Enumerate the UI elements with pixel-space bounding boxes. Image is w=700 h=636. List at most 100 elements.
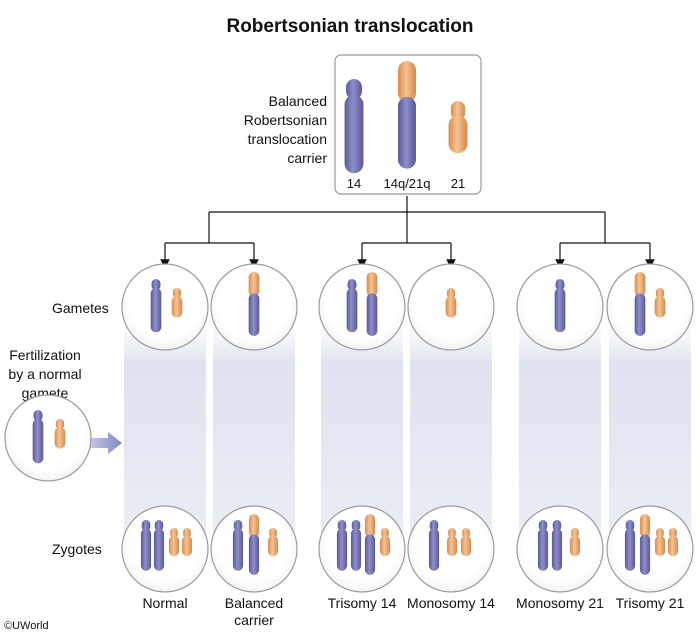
chromosome-21-arm	[654, 296, 666, 318]
chromosome-21	[269, 528, 277, 539]
cell-circle	[606, 263, 694, 351]
carrier-label: Balanced Robertsonian translocation carr…	[222, 92, 327, 168]
outcome-label: Monosomy 14	[396, 595, 506, 612]
cell-circle	[318, 263, 406, 351]
chromosome-21-arm	[446, 535, 458, 557]
carrier-chromosome-label: 21	[451, 176, 465, 191]
outcome-label-line: Normal	[142, 595, 188, 611]
outcome-label-line: Trisomy 14	[327, 595, 397, 611]
fertilization-arrow	[88, 432, 122, 454]
chromosome-21	[448, 528, 456, 539]
cell-circle	[4, 394, 92, 482]
tree-connectors	[160, 196, 655, 269]
chromosome-14-arm	[32, 419, 44, 464]
outcome-label: Normal	[110, 595, 220, 612]
carrier-label-line: translocation	[247, 131, 327, 147]
carrier-label-line: Balanced	[268, 93, 327, 109]
chromosome-14	[151, 279, 161, 291]
chromosome-21	[462, 528, 470, 539]
chromosome-14	[429, 520, 439, 531]
chromosome-21	[450, 101, 466, 120]
circles-layer	[4, 263, 694, 593]
chromosome-21-arm	[379, 535, 391, 557]
chromosome-21-arm	[181, 535, 193, 557]
chromosome-21	[172, 288, 182, 299]
outcome-label: Monosomy 21	[505, 595, 615, 612]
chromosome-fused-14q	[248, 534, 260, 575]
chromosome-21	[170, 528, 178, 539]
cell-circle	[121, 505, 209, 593]
outcome-label-line: Trisomy 21	[615, 595, 685, 611]
cell-circle	[318, 505, 406, 593]
chromosome-fused-21q	[366, 272, 378, 297]
chromosome-fused-21q	[364, 514, 376, 538]
outcome-label-line: Balanced	[224, 595, 284, 611]
chromosome-14	[33, 410, 43, 422]
fertilization-label-line: Fertilization	[9, 347, 81, 363]
chromosome-fused-14q	[364, 534, 376, 575]
chromosome-14-arm	[554, 288, 566, 333]
outcome-label-line: carrier	[234, 612, 274, 628]
chromosome-fused-14q	[639, 534, 651, 575]
chromosome-21-arm	[448, 115, 468, 154]
fertilization-label-line: by a normal	[8, 366, 82, 382]
chromosome-14-arm	[346, 288, 358, 333]
chromosome-14	[538, 520, 548, 531]
outcome-label: Trisomy 14	[307, 595, 417, 612]
chromosome-21-arm	[667, 535, 679, 557]
chromosome-21	[55, 419, 65, 430]
chromosome-14	[555, 279, 565, 291]
chromosome-21-arm	[460, 535, 472, 557]
chromosome-14	[552, 520, 562, 531]
chromosome-14	[154, 520, 164, 531]
chromosome-21-arm	[168, 535, 180, 557]
carrier-chromosome-label: 14	[347, 176, 361, 191]
chromosome-21	[669, 528, 677, 539]
chromosome-14	[337, 520, 347, 531]
chromosome-21-arm	[569, 535, 581, 557]
chromosome-14-arm	[428, 528, 440, 571]
chromosome-21	[656, 528, 664, 539]
chromosome-14	[141, 520, 151, 531]
chromosome-21	[381, 528, 389, 539]
chromosome-21-arm	[445, 296, 457, 318]
chromosome-fused-21q	[634, 272, 646, 297]
column-bands	[124, 300, 691, 555]
chromosome-14-arm	[140, 528, 152, 571]
cell-circle	[121, 263, 209, 351]
gametes-label: Gametes	[52, 300, 109, 316]
chromosome-21	[655, 288, 665, 299]
chromosome-fused-21q	[398, 61, 416, 103]
chromosomes-layer	[32, 61, 679, 575]
chromosome-14	[347, 279, 357, 291]
chromosome-fused-21q	[248, 514, 260, 538]
chromosome-14	[233, 520, 243, 531]
chromosome-14-arm	[551, 528, 563, 571]
chromosome-14-arm	[232, 528, 244, 571]
chromosome-21	[571, 528, 579, 539]
chromosome-21-arm	[54, 427, 66, 449]
chromosome-fused-14q	[366, 293, 378, 336]
chromosome-21-arm	[654, 535, 666, 557]
carrier-label-line: carrier	[287, 150, 327, 166]
copyright: ©UWorld	[4, 620, 49, 632]
chromosome-14	[351, 520, 361, 531]
diagram-title: Robertsonian translocation	[226, 16, 474, 37]
chromosome-fused-21q	[248, 272, 260, 297]
outcome-label: Trisomy 21	[595, 595, 700, 612]
chromosome-14	[625, 520, 635, 531]
chromosome-21	[183, 528, 191, 539]
chromosome-14-arm	[344, 94, 364, 174]
chromosome-14-arm	[537, 528, 549, 571]
outcome-label-line: Monosomy 21	[516, 595, 604, 611]
chromosome-21-arm	[267, 535, 279, 557]
chromosome-fused-14q	[634, 293, 646, 336]
chromosome-fused-21q	[639, 514, 651, 538]
zygotes-label: Zygotes	[52, 541, 102, 557]
outcome-label-line: Monosomy 14	[407, 595, 495, 611]
chromosome-21-arm	[171, 296, 183, 318]
chromosome-14-arm	[150, 288, 162, 333]
chromosome-14-arm	[336, 528, 348, 571]
